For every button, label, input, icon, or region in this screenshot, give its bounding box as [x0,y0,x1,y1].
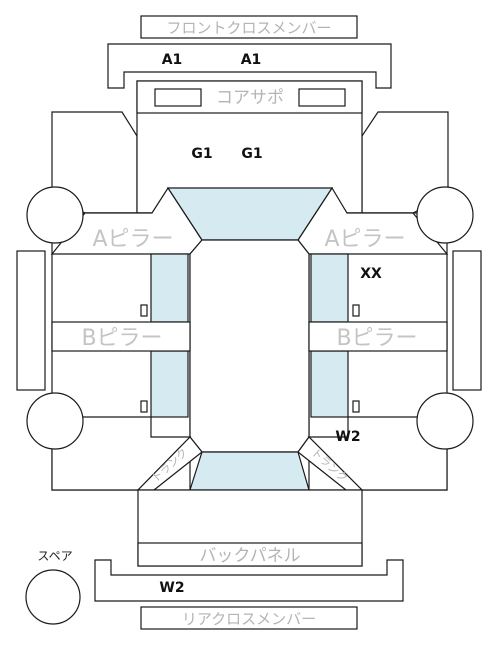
right-front-wheel [416,186,474,244]
back-panel-box [137,542,363,567]
left-front-wheel [26,186,84,244]
mark-w2-rear: W2 [159,580,184,596]
left-front-door-handle [140,304,148,317]
core-support-right-slot [298,88,346,107]
mark-a1-left: A1 [162,52,183,68]
right-rocker-panel [452,250,482,391]
right-b-pillar-label: Bピラー [336,326,417,351]
rear-cross-member-label: リアクロスメンバー [182,610,316,628]
right-rear-door-handle [352,400,360,413]
mark-w2-right: W2 [335,429,360,445]
front-cross-member-label: フロントクロスメンバー [166,19,331,37]
left-b-pillar-label: Bピラー [81,326,162,351]
mark-g1-left: G1 [191,146,212,162]
right-a-pillar-label: Aピラー [324,227,405,252]
mark-g1-right: G1 [241,146,262,162]
right-rear-window [310,350,349,418]
right-b-pillar [308,321,448,352]
left-rear-door-handle [140,400,148,413]
left-b-pillar [51,321,191,352]
mark-a1-right: A1 [241,52,262,68]
rear-bumper [94,559,404,602]
front-bumper [107,43,392,89]
left-rear-wheel [26,392,84,450]
right-front-door-handle [352,304,360,317]
rear-window [189,451,310,491]
mark-xx: XX [360,266,382,282]
core-support-left-slot [154,88,202,107]
left-front-window [150,253,189,323]
back-panel-label: バックパネル [199,546,300,566]
right-front-window [310,253,349,323]
front-cross-member-box [140,15,358,39]
right-rear-wheel [416,392,474,450]
roof [189,239,310,453]
left-a-pillar-label: Aピラー [92,227,173,252]
rear-cross-member-box [140,606,358,630]
spare-label: スペア [37,549,72,563]
left-rocker-panel [16,250,46,391]
left-rear-window [150,350,189,418]
core-support-label: コアサポ [216,88,284,108]
spare-tire [25,569,81,625]
